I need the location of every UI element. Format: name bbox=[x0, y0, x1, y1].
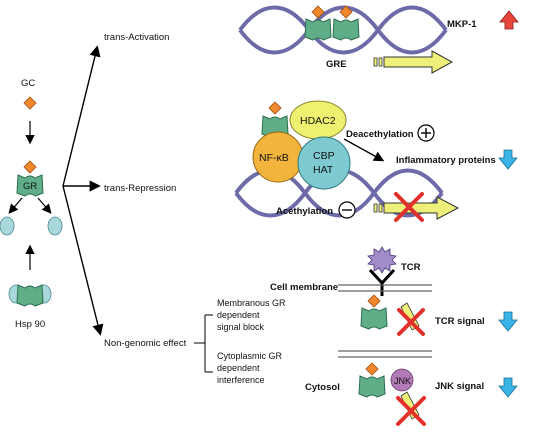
trans-activation-label: trans-Activation bbox=[104, 32, 169, 43]
jnk-label: JNK bbox=[394, 376, 411, 386]
gene-arrow-active bbox=[373, 50, 454, 74]
jnk-block-cross-icon bbox=[396, 396, 426, 426]
cbp-hat-complex bbox=[297, 136, 351, 190]
hsp-fragment-right bbox=[47, 216, 63, 236]
gc-label: GC bbox=[21, 78, 35, 89]
hsp-fragment-left bbox=[0, 216, 15, 236]
gr-membranous bbox=[360, 307, 388, 330]
jnk-kinase bbox=[390, 368, 414, 392]
deacetylation-label: Deacethylation bbox=[346, 129, 414, 140]
cytosol-label: Cytosol bbox=[305, 382, 340, 393]
tcr-signal-down-arrow bbox=[498, 311, 518, 332]
acetylation-label: Acethylation bbox=[276, 206, 333, 217]
membranous-line-1: Membranous GR bbox=[217, 298, 286, 308]
jnk-signal-label: JNK signal bbox=[435, 381, 484, 392]
jnk-signal-down-arrow bbox=[498, 377, 518, 398]
non-genomic-panel: Membranous GR dependent signal block Cyt… bbox=[194, 246, 518, 426]
gc-membranous bbox=[367, 294, 381, 308]
gc-repression bbox=[268, 101, 282, 115]
mkp1-up-arrow bbox=[499, 10, 519, 30]
hsp90-label: Hsp 90 bbox=[15, 319, 45, 330]
hdac2-label: HDAC2 bbox=[300, 115, 336, 127]
non-genomic-label: Non-genomic effect bbox=[104, 338, 187, 349]
gr-dimer-left bbox=[304, 18, 332, 41]
block-cross-icon bbox=[394, 192, 424, 222]
gr-dimer-right bbox=[332, 18, 360, 41]
arrow-trans-activation bbox=[62, 45, 101, 187]
gr-dissociation-arrow-right bbox=[37, 197, 52, 214]
gr-dissociation-arrow-left bbox=[8, 197, 23, 214]
trans-repression-panel: HDAC2 NF-κB CBP HAT Deacethylation Aceth… bbox=[234, 100, 518, 222]
cytoplasmic-line-1: Cytoplasmic GR bbox=[217, 351, 283, 361]
tcr-signal-label: TCR signal bbox=[435, 316, 485, 327]
hat-label: HAT bbox=[313, 164, 334, 176]
gr-label: GR bbox=[23, 181, 37, 192]
gc-molecule bbox=[23, 96, 37, 110]
cytoplasmic-line-3: interference bbox=[217, 375, 265, 385]
dna-strand-top-2 bbox=[238, 5, 448, 55]
cbp-label: CBP bbox=[313, 150, 335, 162]
inflammatory-proteins-label: Inflammatory proteins bbox=[396, 155, 496, 166]
mkp1-label: MKP-1 bbox=[447, 19, 477, 30]
trans-activation-panel: GRE MKP-1 bbox=[238, 5, 519, 74]
inflammatory-down-arrow bbox=[498, 149, 518, 170]
gre-label: GRE bbox=[326, 59, 347, 70]
tcr-label: TCR bbox=[401, 262, 421, 273]
branch-arrows: trans-Activation trans-Repression Non-ge… bbox=[62, 32, 187, 349]
membranous-line-3: signal block bbox=[217, 322, 265, 332]
trans-repression-label: trans-Repression bbox=[104, 183, 176, 194]
cell-membrane-label: Cell membrane bbox=[270, 282, 338, 293]
gr-cytoplasmic bbox=[358, 375, 386, 398]
gc-cytoplasmic bbox=[365, 362, 379, 376]
arrow-non-genomic bbox=[62, 185, 104, 336]
deacetylation-arrow bbox=[343, 138, 385, 162]
tcr-block-cross-icon bbox=[397, 308, 425, 336]
membranous-line-2: dependent bbox=[217, 310, 260, 320]
dna-strand-top-1 bbox=[238, 5, 448, 55]
gr-with-hsp90 bbox=[16, 284, 44, 307]
gr-bound-gc bbox=[23, 160, 37, 174]
gene-arrow-repressed bbox=[373, 196, 460, 220]
nfkb-label: NF-κB bbox=[259, 152, 289, 164]
left-pathway: GC GR Hsp 90 bbox=[0, 78, 63, 330]
cytoplasmic-line-2: dependent bbox=[217, 363, 260, 373]
tcr-ligand-icon bbox=[367, 246, 397, 274]
